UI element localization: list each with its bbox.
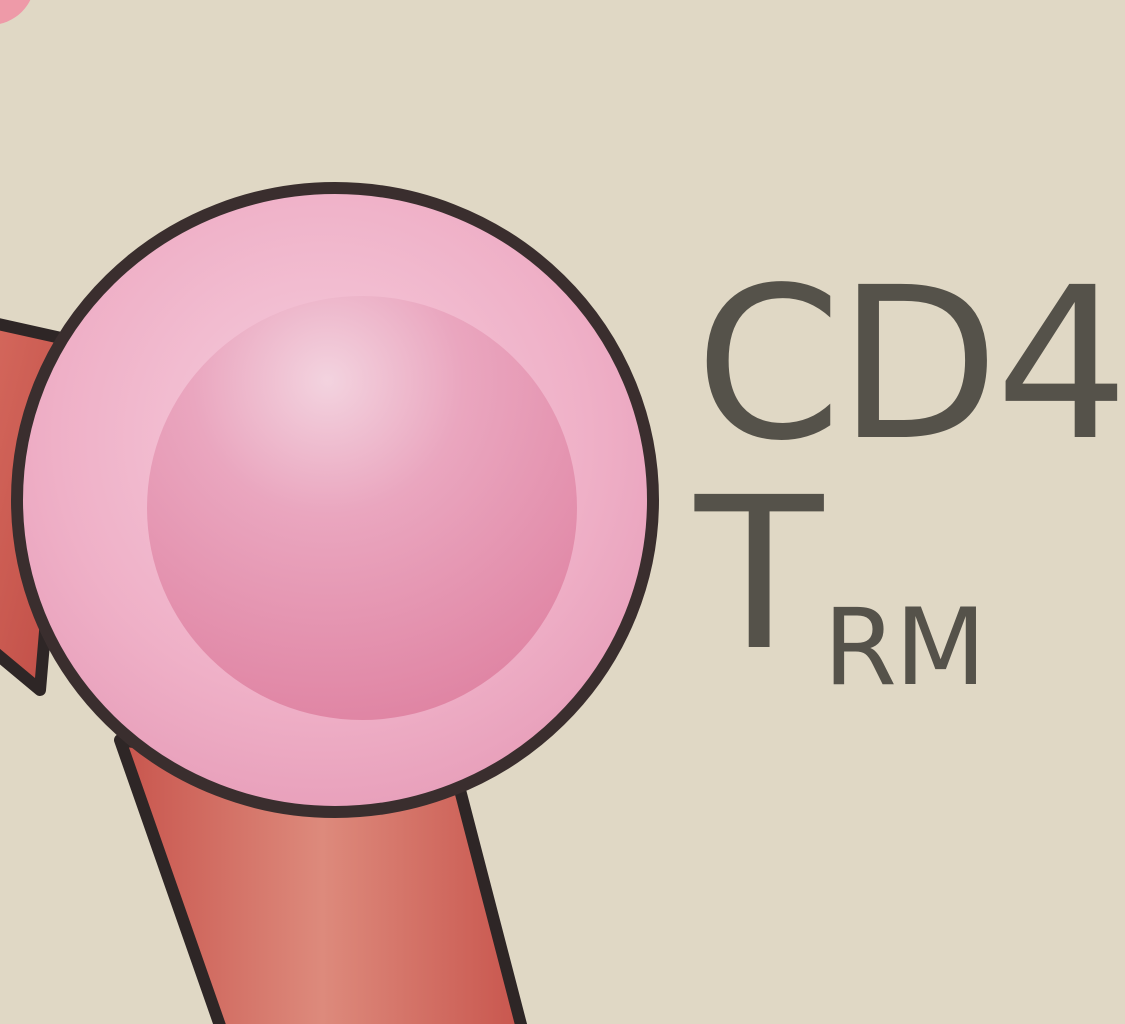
marker-label: CD4 <box>695 242 1125 487</box>
t-cell-nucleus <box>147 296 577 720</box>
subset-subscript: RM <box>823 586 986 710</box>
diagram-canvas <box>0 0 659 1024</box>
subset-label: TRM <box>695 470 1024 748</box>
cell-letter: T <box>695 452 824 697</box>
cell-type-label: CD4 TRM <box>695 242 1125 748</box>
adjacent-cell-edge <box>0 0 31 24</box>
